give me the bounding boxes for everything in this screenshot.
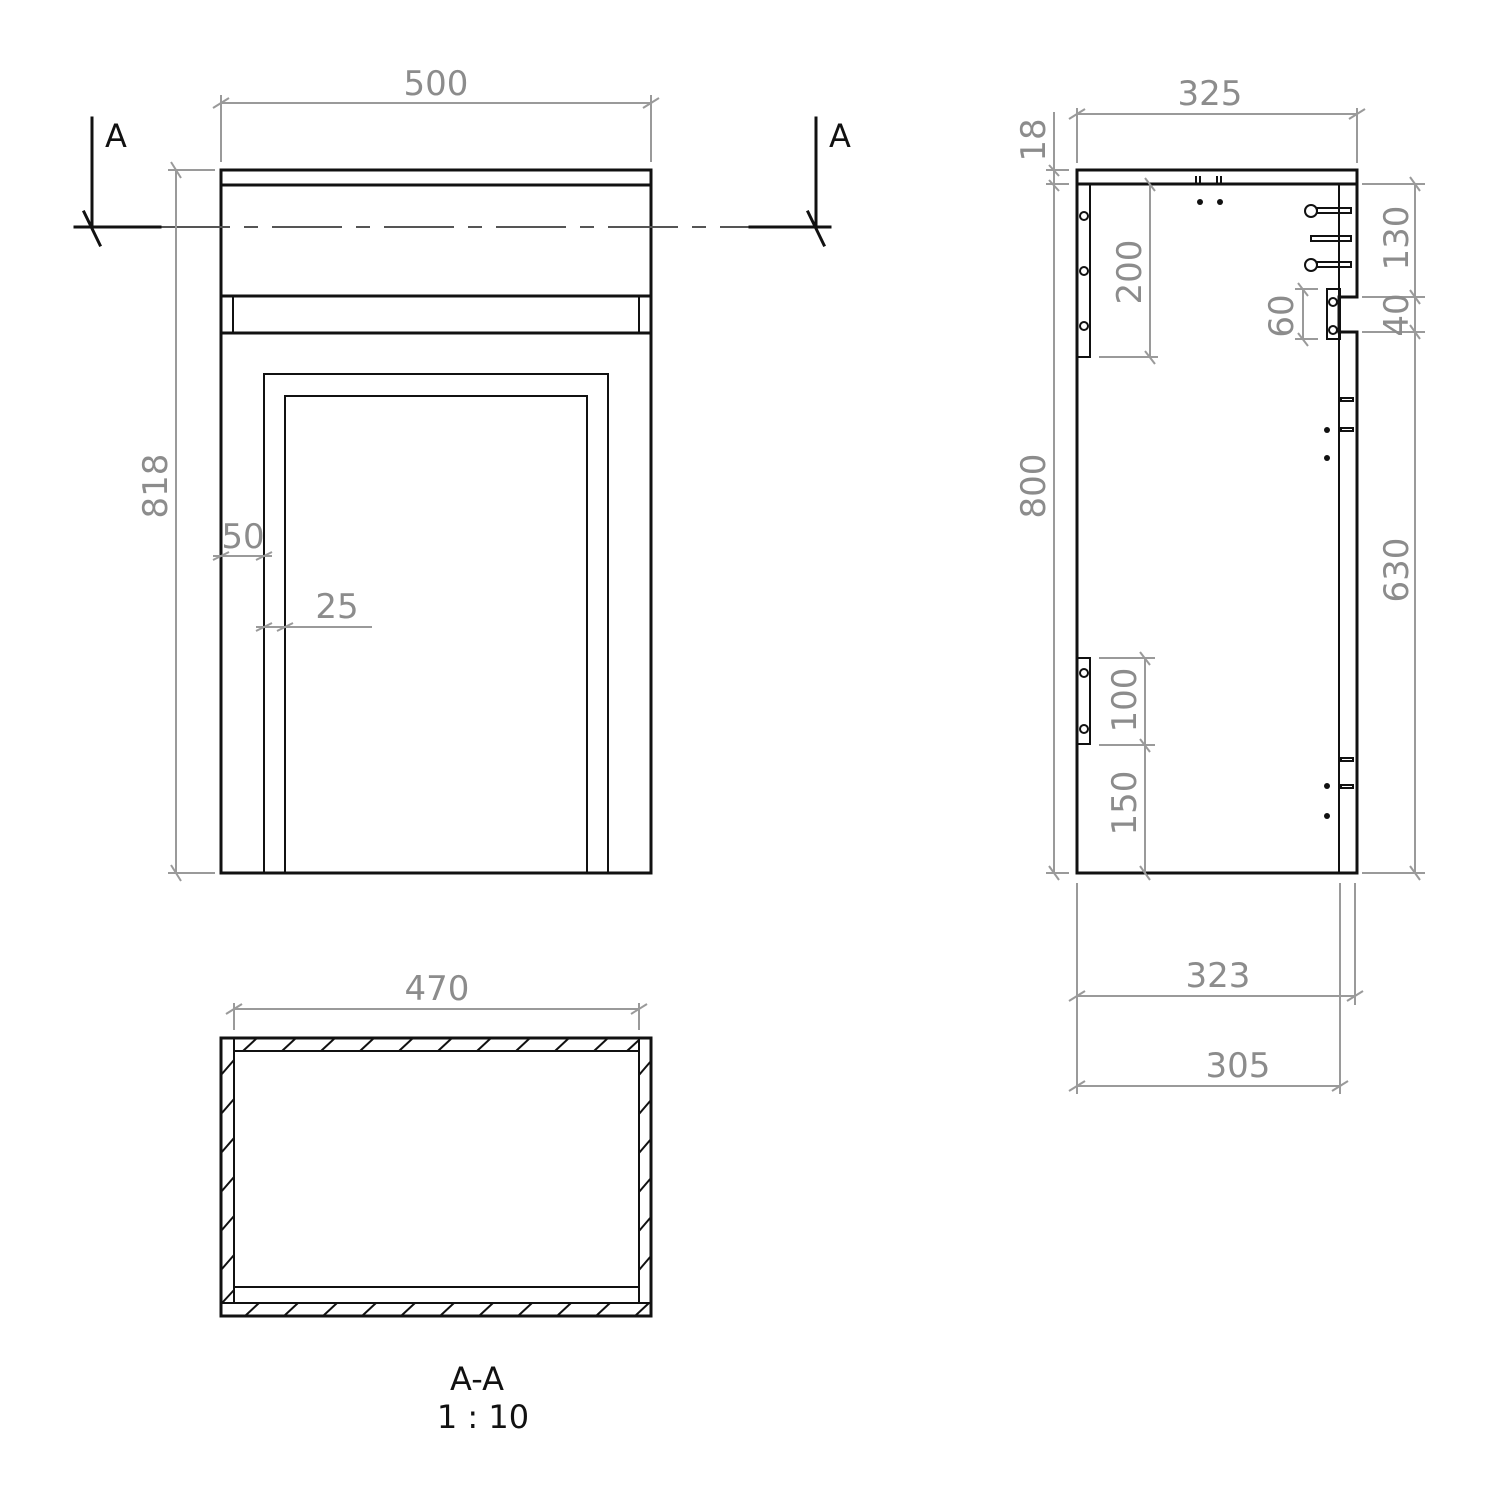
dim-depth-305: 305: [1206, 1046, 1271, 1086]
dim-overall-width: 500: [404, 64, 469, 104]
dim-depth-323: 323: [1186, 956, 1251, 996]
dim-overall-depth: 325: [1178, 74, 1243, 114]
dim-small-bracket: 60: [1262, 294, 1302, 337]
dim-cutout-height: 40: [1377, 293, 1417, 336]
door-inner-panel: [284, 395, 588, 874]
front-rail: [219, 294, 653, 335]
side-body: [1075, 182, 1359, 875]
dim-overall-height: 818: [136, 454, 176, 519]
dim-cutout-upper: 130: [1377, 206, 1417, 271]
side-view: 325 18 800 200 60 130 40: [1014, 74, 1425, 1094]
dim-lower-bracket: 100: [1105, 668, 1145, 733]
dim-lower-bracket-offset: 150: [1105, 771, 1145, 836]
lower-wall-bracket: [1076, 657, 1091, 745]
dim-inner-frame-width: 25: [315, 587, 358, 627]
front-top-slab: [219, 168, 653, 187]
dim-top-thickness: 18: [1014, 118, 1054, 161]
dim-frame-width: 50: [221, 517, 264, 557]
upper-wall-bracket: [1076, 183, 1091, 358]
dim-lower-height: 630: [1377, 538, 1417, 603]
dim-inner-width: 470: [405, 969, 470, 1009]
section-marker-left: A: [105, 117, 127, 155]
dim-body-height: 800: [1014, 454, 1054, 519]
section-marker-right: A: [829, 117, 851, 155]
front-view: A A 500 818 50 25: [73, 64, 851, 882]
section-scale: 1 : 10: [437, 1398, 529, 1436]
dim-upper-bracket: 200: [1110, 240, 1150, 305]
front-drawer: [219, 183, 653, 298]
section-inner: [233, 1050, 640, 1288]
section-view: 470 A-A 1 : 10: [219, 969, 653, 1436]
section-outer: [219, 1036, 653, 1318]
section-hatching: [220, 1037, 652, 1317]
section-title: A-A: [450, 1360, 504, 1398]
small-bracket: [1326, 288, 1341, 340]
